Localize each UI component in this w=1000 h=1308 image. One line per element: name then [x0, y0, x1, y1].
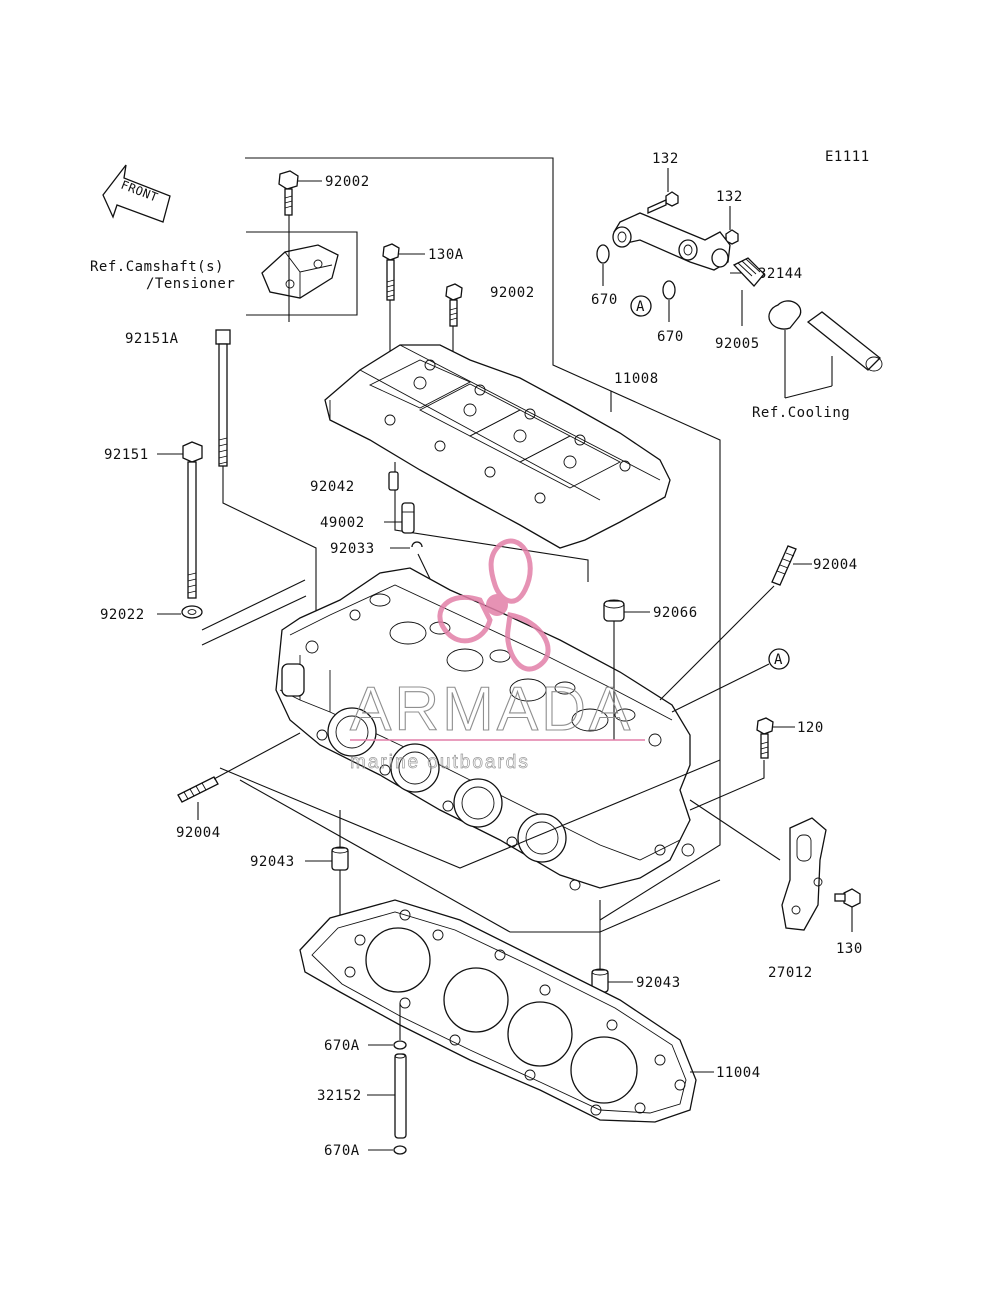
assembly-guide-lines — [219, 759, 721, 933]
label-11008: 11008 — [614, 371, 659, 387]
label-32152: 32152 — [317, 1088, 362, 1104]
front-arrow-icon: FRONT — [102, 164, 171, 223]
label-11004: 11004 — [716, 1065, 761, 1081]
ref-camshaft-line1: Ref.Camshaft(s) — [90, 259, 224, 275]
callout-a-right: A — [671, 648, 790, 713]
ref-camshaft-line2: /Tensioner — [146, 276, 235, 292]
watermark-logo — [437, 538, 551, 672]
bolt-132-a — [647, 168, 679, 215]
label-92033: 92033 — [330, 541, 375, 557]
watermark-brand: ARMADA — [350, 675, 633, 744]
bolt-130 — [834, 888, 861, 932]
label-92005: 92005 — [715, 336, 760, 352]
bracket-27012 — [689, 799, 827, 931]
dowel-92043-right — [591, 900, 633, 993]
label-92066: 92066 — [653, 605, 698, 621]
diagram-code: E1111 — [825, 149, 870, 165]
label-92002-top: 92002 — [325, 174, 370, 190]
callout-a-top: A — [630, 295, 652, 317]
bolt-130A — [382, 243, 425, 402]
bolt-92002-mid — [445, 283, 463, 365]
valve-guide-49002 — [384, 502, 415, 534]
head-gasket-11004 — [299, 899, 714, 1123]
label-130: 130 — [836, 941, 863, 957]
label-27012: 27012 — [768, 965, 813, 981]
bolt-92151 — [157, 441, 203, 599]
dowel-92043-left — [305, 810, 349, 940]
bolt-120 — [689, 717, 795, 811]
cylinder-head — [275, 567, 695, 891]
o-ring-670-b — [662, 280, 676, 322]
label-92002-mid: 92002 — [490, 285, 535, 301]
label-92004-left: 92004 — [176, 825, 221, 841]
label-670A-top: 670A — [324, 1038, 360, 1054]
camshaft-reference: Ref.Camshaft(s) /Tensioner — [90, 231, 358, 316]
ref-cooling: Ref.Cooling — [752, 405, 850, 421]
label-92042: 92042 — [310, 479, 355, 495]
label-32144: 32144 — [758, 266, 803, 282]
bolt-132-b — [707, 206, 739, 253]
label-92043-right: 92043 — [636, 975, 681, 991]
label-670-a: 670 — [591, 292, 618, 308]
label-92151A: 92151A — [125, 331, 179, 347]
label-670-b: 670 — [657, 329, 684, 345]
bolt-92151A — [215, 329, 317, 617]
o-ring-670-a — [596, 244, 610, 286]
stud-92004-right — [659, 545, 812, 701]
label-132-a: 132 — [652, 151, 679, 167]
svg-text:A: A — [636, 299, 645, 315]
hose-clamp — [768, 300, 802, 398]
leader-11008 — [245, 157, 721, 921]
camshaft-holder-11008 — [324, 344, 671, 582]
label-670A-bottom: 670A — [324, 1143, 360, 1159]
washer-92022 — [157, 579, 307, 646]
fitting-92005 — [732, 257, 765, 326]
label-92022: 92022 — [100, 607, 145, 623]
ref-cooling-bracket — [784, 385, 833, 399]
label-92004-right: 92004 — [813, 557, 858, 573]
o-ring-670A-top — [368, 1040, 407, 1050]
label-92151: 92151 — [104, 447, 149, 463]
label-120: 120 — [797, 720, 824, 736]
pipe-32152 — [367, 1053, 407, 1139]
dowel-92042 — [388, 471, 399, 491]
label-92043-left: 92043 — [250, 854, 295, 870]
watermark-tagline: marine outboards — [350, 752, 530, 773]
o-ring-670A-bottom — [368, 1145, 407, 1155]
label-130A: 130A — [428, 247, 464, 263]
plug-92066 — [603, 599, 650, 740]
svg-text:A: A — [774, 652, 783, 668]
label-132-b: 132 — [716, 189, 743, 205]
label-49002: 49002 — [320, 515, 365, 531]
water-pipe-32144 — [612, 212, 755, 274]
bolt-92002-top — [278, 170, 322, 322]
coolant-hose — [806, 311, 883, 386]
